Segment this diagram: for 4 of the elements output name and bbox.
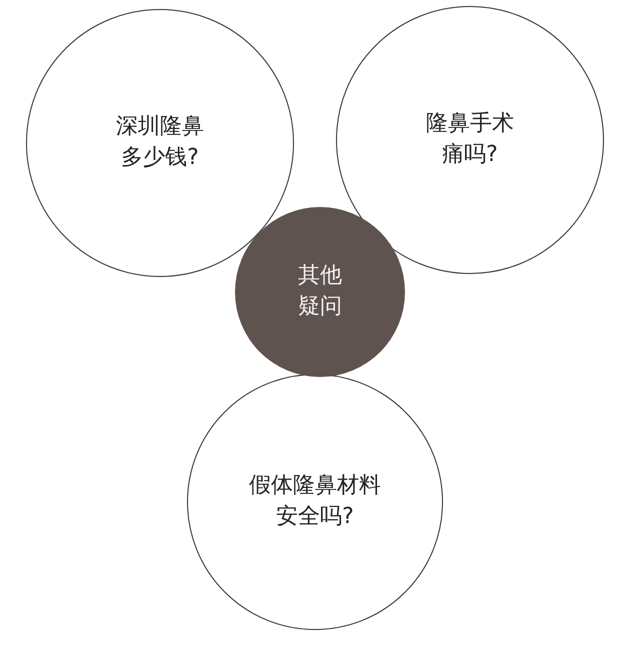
circle-label: 深圳隆鼻多少钱? <box>115 113 205 172</box>
circle-label: 隆鼻手术痛吗? <box>425 110 515 169</box>
circle-label: 其他疑问 <box>296 262 343 321</box>
circle-label: 假体隆鼻材料安全吗? <box>248 472 382 531</box>
